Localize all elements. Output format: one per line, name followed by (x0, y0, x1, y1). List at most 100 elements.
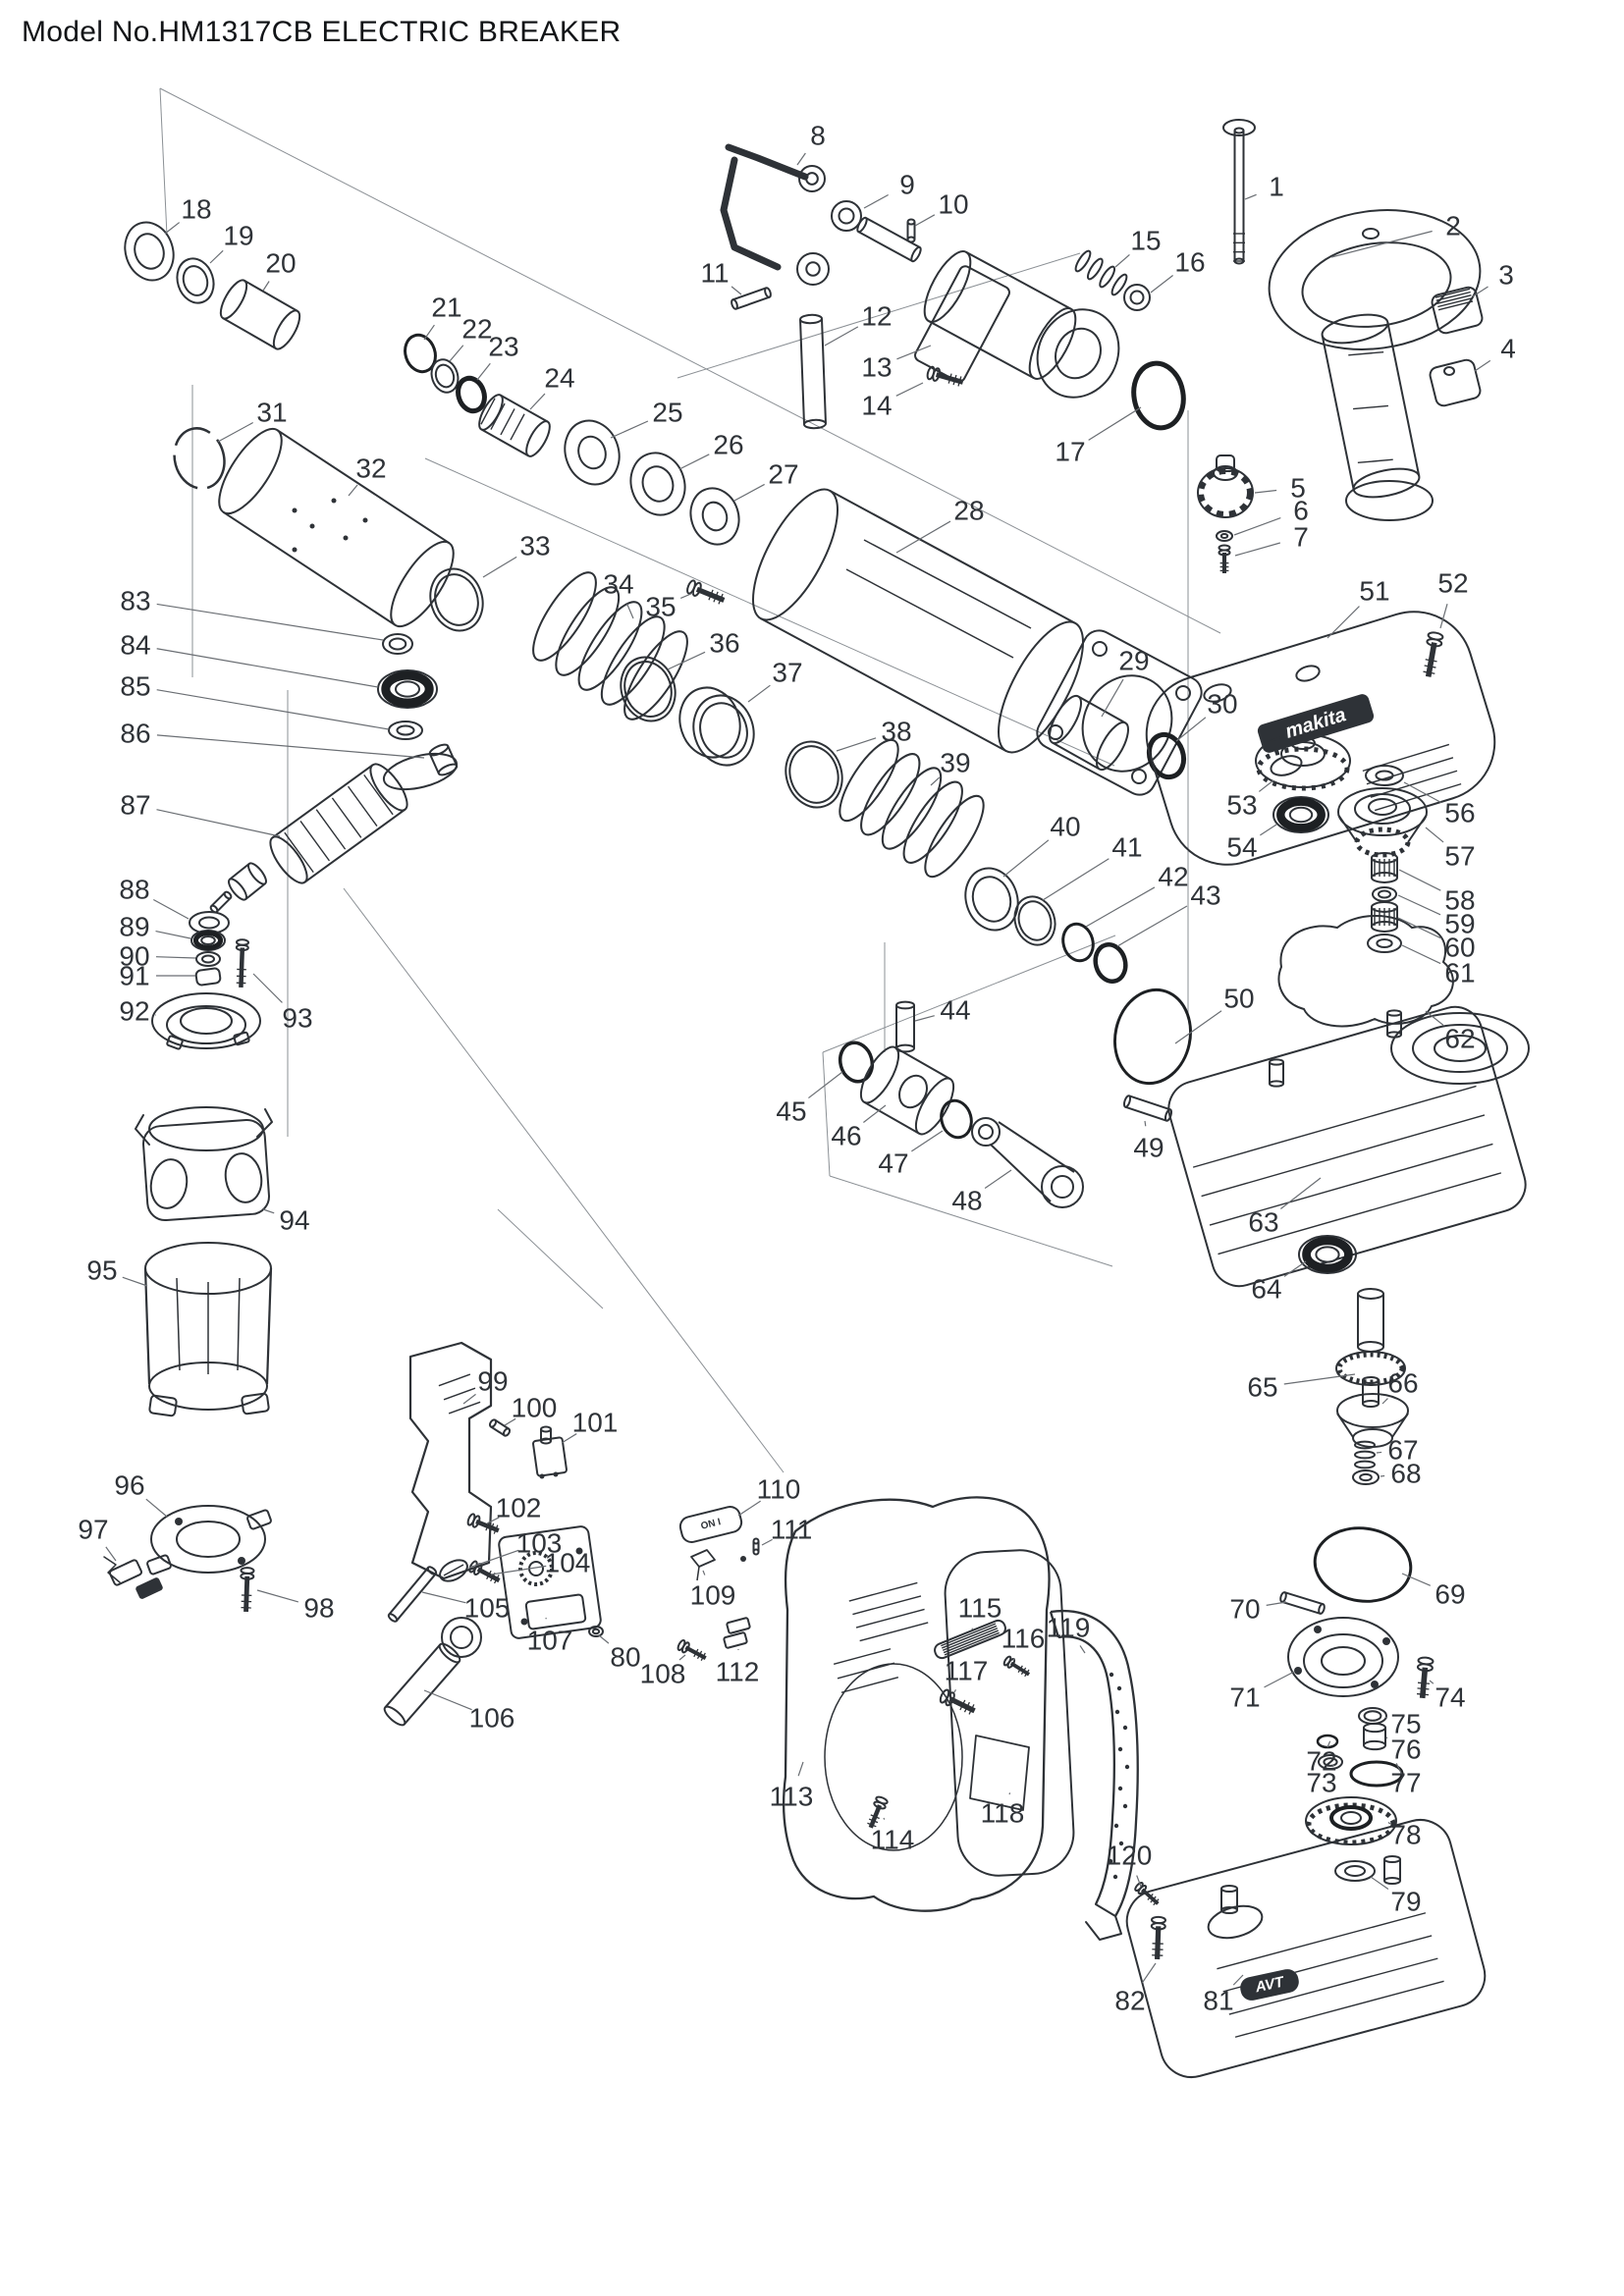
part-shape (947, 373, 952, 384)
part-shape (837, 1662, 895, 1680)
part-shape (228, 878, 247, 901)
part-shape (1352, 1469, 1380, 1485)
part-number-label-100: 100 (512, 1393, 558, 1423)
part-shape (1434, 1035, 1487, 1062)
leader-line-62 (1425, 1010, 1444, 1026)
part-shape (292, 547, 298, 553)
part-shape (510, 413, 525, 441)
part-shape (1368, 798, 1397, 816)
part-shape (998, 1121, 1075, 1173)
part-shape (247, 862, 267, 885)
part-number-label-94: 94 (279, 1205, 309, 1236)
part-number-label-65: 65 (1247, 1372, 1277, 1403)
part-shape (1113, 988, 1192, 1086)
part-number-label-4: 4 (1500, 334, 1516, 364)
part-shape (1256, 746, 1350, 791)
part-shape (1281, 1600, 1321, 1615)
part-shape (1124, 1105, 1167, 1122)
part-shape (1362, 228, 1380, 240)
part-shape (176, 1277, 181, 1371)
part-shape (348, 785, 378, 828)
part-shape (725, 143, 809, 181)
part-shape (623, 661, 673, 718)
leader-line-89 (155, 930, 191, 939)
leader-line-109 (702, 1570, 706, 1575)
part-shape (803, 418, 827, 430)
part-shape (1314, 1626, 1322, 1633)
part-shape (838, 1041, 875, 1084)
part-shape (971, 1117, 1001, 1147)
part-number-label-79: 79 (1390, 1887, 1421, 1917)
part-shape (701, 501, 729, 532)
part-shape (428, 753, 440, 774)
part-shape (1270, 755, 1303, 776)
part-shape (443, 1564, 464, 1576)
part-number-label-40: 40 (1050, 812, 1080, 842)
part-shape (1370, 770, 1458, 798)
part-shape (1050, 1609, 1139, 1917)
leader-line-8 (796, 152, 806, 166)
part-shape (731, 298, 738, 310)
part-shape (971, 876, 1012, 923)
part-shape (1290, 736, 1316, 750)
leader-line-99 (462, 1393, 476, 1405)
part-number-label-102: 102 (496, 1493, 542, 1523)
part-number-label-95: 95 (86, 1255, 117, 1286)
leader-line-120 (1136, 1875, 1142, 1888)
part-number-label-88: 88 (119, 875, 149, 905)
leader-line-20 (262, 281, 270, 292)
leader-line-67 (1376, 1451, 1382, 1454)
part-shape (1122, 1095, 1132, 1108)
construction-line (424, 457, 1115, 767)
part-shape (1147, 1894, 1154, 1900)
part-number-label-14: 14 (861, 391, 892, 421)
part-shape (404, 333, 437, 374)
part-number-label-35: 35 (645, 592, 676, 622)
part-shape (833, 1648, 899, 1693)
part-number-label-114: 114 (871, 1825, 915, 1855)
part-shape (198, 916, 220, 930)
part-shape (176, 1521, 241, 1558)
part-shape (176, 257, 215, 304)
leader-line-31 (217, 422, 253, 443)
part-shape (1279, 1591, 1287, 1603)
part-number-label-10: 10 (938, 189, 968, 220)
part-shape (1323, 1757, 1338, 1767)
part-shape (1167, 1005, 1527, 1288)
part-shape (952, 374, 957, 386)
part-shape (944, 1631, 1000, 1656)
leader-line-17 (1088, 406, 1142, 441)
leader-line-110 (737, 1500, 761, 1517)
part-shape (1376, 937, 1393, 949)
part-shape (1425, 659, 1437, 663)
part-number-label-47: 47 (878, 1148, 908, 1179)
part-number-label-106: 106 (469, 1703, 515, 1734)
part-number-label-13: 13 (861, 352, 892, 383)
part-number-label-24: 24 (544, 363, 574, 394)
part-shape (1269, 1080, 1284, 1088)
part-shape (1417, 1687, 1430, 1690)
part-shape (1378, 889, 1391, 899)
part-shape (788, 745, 839, 804)
leader-line-18 (164, 222, 181, 235)
part-number-label-107: 107 (527, 1626, 573, 1656)
part-shape (1118, 1841, 1124, 1846)
part-shape (218, 427, 283, 515)
part-number-label-69: 69 (1435, 1579, 1465, 1610)
part-shape (1086, 257, 1104, 281)
leader-line-2 (1330, 230, 1433, 258)
part-shape (540, 1437, 552, 1445)
part-shape (219, 279, 248, 320)
part-shape (831, 200, 862, 232)
construction-line (829, 1175, 1113, 1267)
part-shape (1298, 1235, 1357, 1274)
part-shape (620, 656, 677, 722)
part-shape (1219, 533, 1229, 539)
part-shape (1117, 1786, 1123, 1791)
part-number-label-80: 80 (610, 1642, 640, 1673)
part-shape (1110, 273, 1128, 296)
part-shape (564, 419, 621, 486)
part-shape (1125, 1819, 1487, 2078)
part-shape (824, 1663, 963, 1851)
part-shape (1020, 1667, 1027, 1676)
